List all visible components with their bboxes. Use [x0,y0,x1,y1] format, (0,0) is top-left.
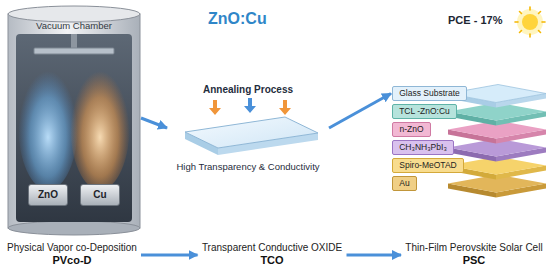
sun-disc [522,14,538,30]
flow-arrow [141,254,198,257]
efficiency-label: PCE - 17% [448,14,502,26]
node-text: High Transparency & Conductivity [176,161,319,172]
flow-arrow [141,118,167,128]
flow-arrow [329,94,391,129]
diagram-title: ZnO:Cu [208,10,267,28]
layer-box: Spiro-MeOTAD [392,158,464,173]
node-text: n-ZnO [399,124,423,134]
flow-arrow [347,254,402,257]
node-text: Au [399,178,409,188]
node-text: Cu [93,189,106,201]
node-text: ZnO [38,189,58,201]
sun-icon [515,7,545,37]
zno-vapor-plume [18,58,78,190]
node-text: Glass Substrate [399,88,459,98]
stage-caption: Transparent Conductive OXIDETCO [199,241,346,269]
layer-stack [448,85,546,198]
stage-caption: Thin-Film Perovskite Solar CellPSC [402,241,546,269]
node-text: PVco-D [52,254,91,267]
node-text: Annealing Process [203,84,293,96]
cu-vapor-plume [70,58,130,190]
chamber-lid [8,6,140,22]
layer-box: Au [392,176,417,191]
heat-arrow [244,98,256,113]
source-crucible: Cu [80,184,120,206]
heat-arrow [209,100,221,115]
chamber-body [8,14,140,228]
node-text: TCL -ZnO:Cu [399,106,450,116]
layer-box: n-ZnO [392,122,431,137]
node-text: Vacuum Chamber [36,20,112,31]
holder-rod [71,34,77,48]
layer-box: CH₃NH₃PbI₃ [392,140,454,155]
glass-plate [185,117,318,148]
stage-caption: Physical Vapor co-DepositionPVco-D [4,241,140,269]
layer-box: TCL -ZnO:Cu [392,104,457,119]
chamber-interior [16,34,132,222]
node-text: Spiro-MeOTAD [399,160,456,170]
layer-box: Glass Substrate [392,86,467,101]
node-text: Physical Vapor co-Deposition [7,242,137,254]
sun-rays [515,7,545,37]
sun-glow [517,9,543,35]
chamber-base [8,221,140,235]
node-text: Transparent Conductive OXIDE [202,242,342,254]
vacuum-chamber: Vacuum ChamberZnO Cu [8,8,140,228]
node-text: CH₃NH₃PbI₃ [399,142,447,152]
node-text: TCO [260,254,283,267]
node-text: PSC [463,254,486,267]
annealed-plate: Annealing ProcessHigh Transparency & Con… [168,82,328,174]
heat-arrow [279,100,291,115]
node-text: Thin-Film Perovskite Solar Cell [405,242,542,254]
substrate-holder [34,48,114,54]
source-crucible: ZnO [28,184,68,206]
